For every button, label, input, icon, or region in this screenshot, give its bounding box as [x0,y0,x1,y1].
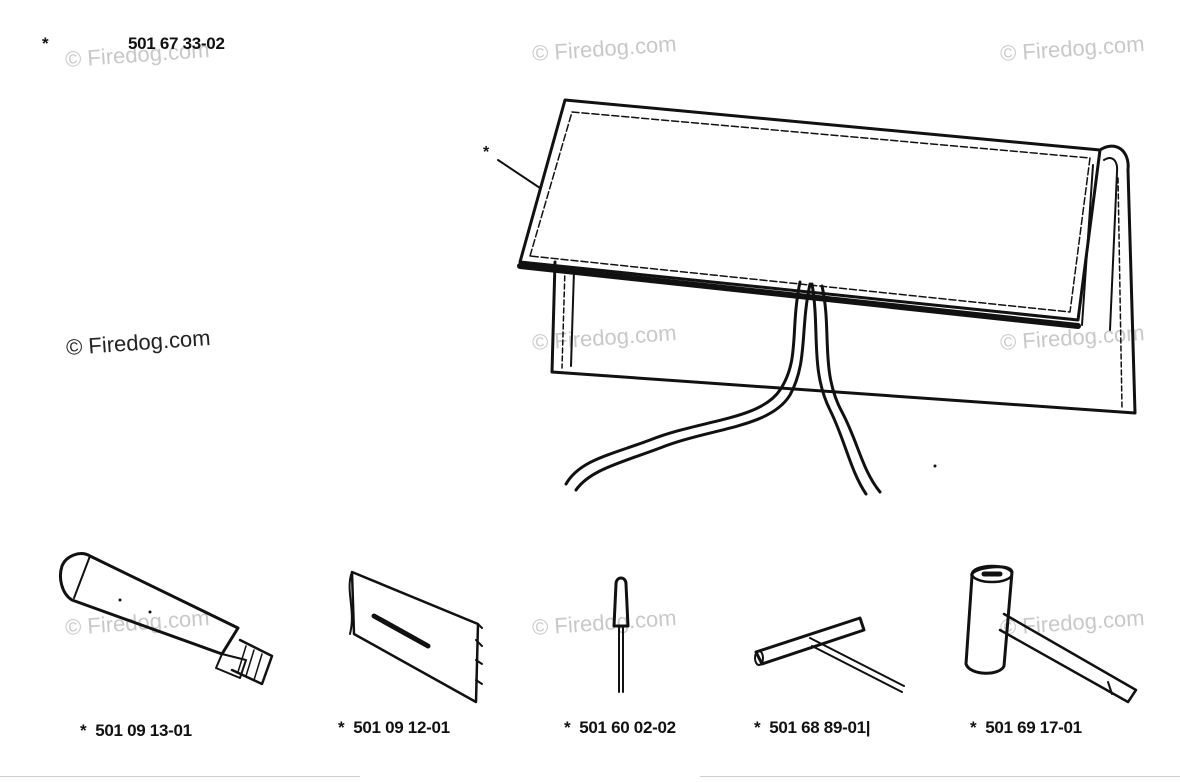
asterisk-marker: * [42,34,49,53]
part-label: * 501 60 02-02 [564,718,676,738]
part-number: 501 69 17-01 [985,718,1082,737]
part-label: * 501 68 89-01| [754,718,871,738]
part-marker: * [970,718,977,737]
part-marker: * [564,718,571,737]
part-number: 501 09 13-01 [95,721,192,740]
part-label: * 501 69 17-01 [970,718,1082,738]
t-wrench-icon [754,616,905,693]
part-marker: * [754,718,761,737]
footer-divider [0,776,360,777]
manual-booklet-icon [348,570,483,704]
footer-divider [700,776,1180,777]
part-number: 501 68 89-01| [769,718,871,737]
part-number: 501 09 12-01 [353,718,450,737]
part-number: 501 60 02-02 [579,718,676,737]
part-marker: * [80,721,87,740]
part-label: * 501 09 12-01 [338,718,450,738]
screwdriver-icon [612,576,630,693]
part-marker: * [338,718,345,737]
part-label: * 501 09 13-01 [80,721,192,741]
main-part-number: 501 67 33-02 [128,34,225,53]
combination-spanner-icon [964,564,1138,704]
pouch-callout-marker: * [483,144,490,161]
grease-tube-icon [58,552,274,686]
